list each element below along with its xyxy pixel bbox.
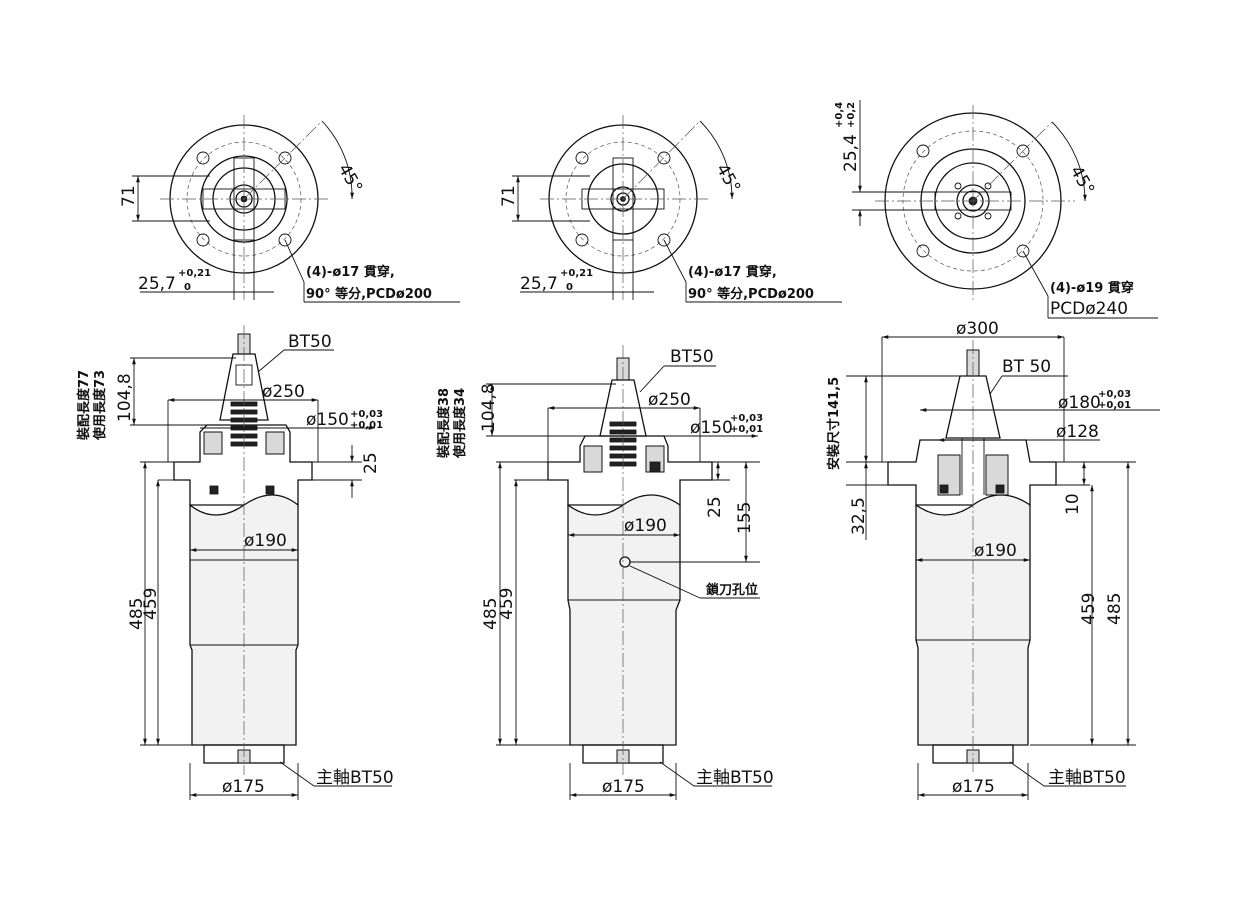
use-length: 使用長度34 xyxy=(452,388,468,459)
bottom-dia: ø175 xyxy=(602,777,645,797)
tool-height: 104,8 xyxy=(115,373,135,422)
upper-dia: ø250 xyxy=(262,382,305,402)
pilot-tol-upper: +0,03 xyxy=(350,409,383,420)
dia-128: ø128 xyxy=(1056,422,1099,442)
pilot-dia: ø150 xyxy=(306,410,349,430)
spindle-label: 主軸BT50 xyxy=(1048,768,1126,788)
offset-v-label: 25,4 xyxy=(841,134,861,172)
view-c-top: 45° 25,4 +0,4 +0,2 (4)-ø19 貫穿 PCDø240 xyxy=(834,100,1158,319)
len-body: 459 xyxy=(497,588,517,620)
offset-v-tol-lower: +0,2 xyxy=(846,102,857,128)
spindle-label: 主軸BT50 xyxy=(316,768,394,788)
holes-line1: (4)-ø17 貫穿, xyxy=(306,264,395,280)
install-length: 裝配長度77 xyxy=(76,370,92,441)
install-length: 裝配長度38 xyxy=(436,388,452,459)
bolt-holes xyxy=(916,144,1030,258)
low-height: 32,5 xyxy=(849,497,869,535)
spindle-label: 主軸BT50 xyxy=(696,768,774,788)
holes-line1: (4)-ø19 貫穿 xyxy=(1050,280,1134,296)
holes-line1: (4)-ø17 貫穿, xyxy=(688,264,777,280)
body-dia: ø190 xyxy=(624,516,667,536)
view-a-top: 45° 71 25,7 +0,21 0 (4)-ø17 貫穿, 90° 等分,P… xyxy=(119,115,460,303)
tool-label: BT 50 xyxy=(1002,357,1051,377)
view-c-side: ø300 BT 50 ø180 +0,03 +0,01 ø128 安裝尺寸141… xyxy=(826,319,1160,800)
len-body: 459 xyxy=(1079,593,1099,625)
use-length: 使用長度73 xyxy=(92,370,108,441)
view-b-side: 485 459 104,8 裝配長度38 使用長度34 ø250 ø150 +0… xyxy=(436,345,774,800)
lock-height: 155 xyxy=(735,502,755,534)
tool-label: BT50 xyxy=(670,347,714,367)
dia-180-tol-lower: +0,01 xyxy=(1098,400,1131,411)
tool-height: 104,8 xyxy=(479,383,499,432)
outer-dia: ø300 xyxy=(956,319,999,339)
len-total: 485 xyxy=(127,598,147,630)
upper-dia: ø250 xyxy=(648,390,691,410)
body-dia: ø190 xyxy=(244,531,287,551)
view-b-top: 45° 71 25,7 +0,21 0 (4)-ø17 貫穿, 90° 等分,P… xyxy=(499,115,842,303)
offset-h-label: 25,7 xyxy=(520,274,558,294)
bolt-holes xyxy=(196,151,292,247)
dia-180: ø180 xyxy=(1058,393,1101,413)
pilot-tol-upper: +0,03 xyxy=(730,413,763,424)
len-total: 485 xyxy=(481,598,501,630)
holes-line2: 90° 等分,PCDø200 xyxy=(688,286,814,302)
body-dia: ø190 xyxy=(974,541,1017,561)
angle-label: 45° xyxy=(334,161,366,197)
view-a-side: 485 459 104,8 裝配長度77 使用長度73 ø250 ø150 +0… xyxy=(76,325,394,800)
len-body: 459 xyxy=(141,588,161,620)
offset-h-tol-upper: +0,21 xyxy=(560,268,593,279)
bottom-dia: ø175 xyxy=(952,777,995,797)
inner-holes xyxy=(954,182,992,220)
angle-label: 45° xyxy=(712,161,744,197)
offset-h-tol-lower: 0 xyxy=(566,282,573,293)
flange-thk: 25 xyxy=(361,452,381,474)
offset-h-tol-lower: 0 xyxy=(184,282,191,293)
angle-label: 45° xyxy=(1066,163,1098,199)
bolt-holes xyxy=(575,151,671,247)
offset-v-label: 71 xyxy=(119,185,139,207)
tool-label: BT50 xyxy=(288,332,332,352)
dia-180-tol-upper: +0,03 xyxy=(1098,389,1131,400)
pilot-dia: ø150 xyxy=(690,418,733,438)
flange-thk: 10 xyxy=(1063,493,1083,515)
pilot-tol-lower: +0,01 xyxy=(350,420,383,431)
len-total: 485 xyxy=(1105,593,1125,625)
install-size: 安裝尺寸141,5 xyxy=(826,377,842,470)
flange-thk: 25 xyxy=(705,496,725,518)
holes-line2: 90° 等分,PCDø200 xyxy=(306,286,432,302)
pilot-tol-lower: +0,01 xyxy=(730,424,763,435)
holes-line2: PCDø240 xyxy=(1050,299,1128,319)
bottom-dia: ø175 xyxy=(222,777,265,797)
offset-v-label: 71 xyxy=(499,185,519,207)
offset-h-label: 25,7 xyxy=(138,274,176,294)
offset-v-tol-upper: +0,4 xyxy=(834,102,845,128)
offset-h-tol-upper: +0,21 xyxy=(178,268,211,279)
lock-label: 鎖刀孔位 xyxy=(706,582,758,598)
